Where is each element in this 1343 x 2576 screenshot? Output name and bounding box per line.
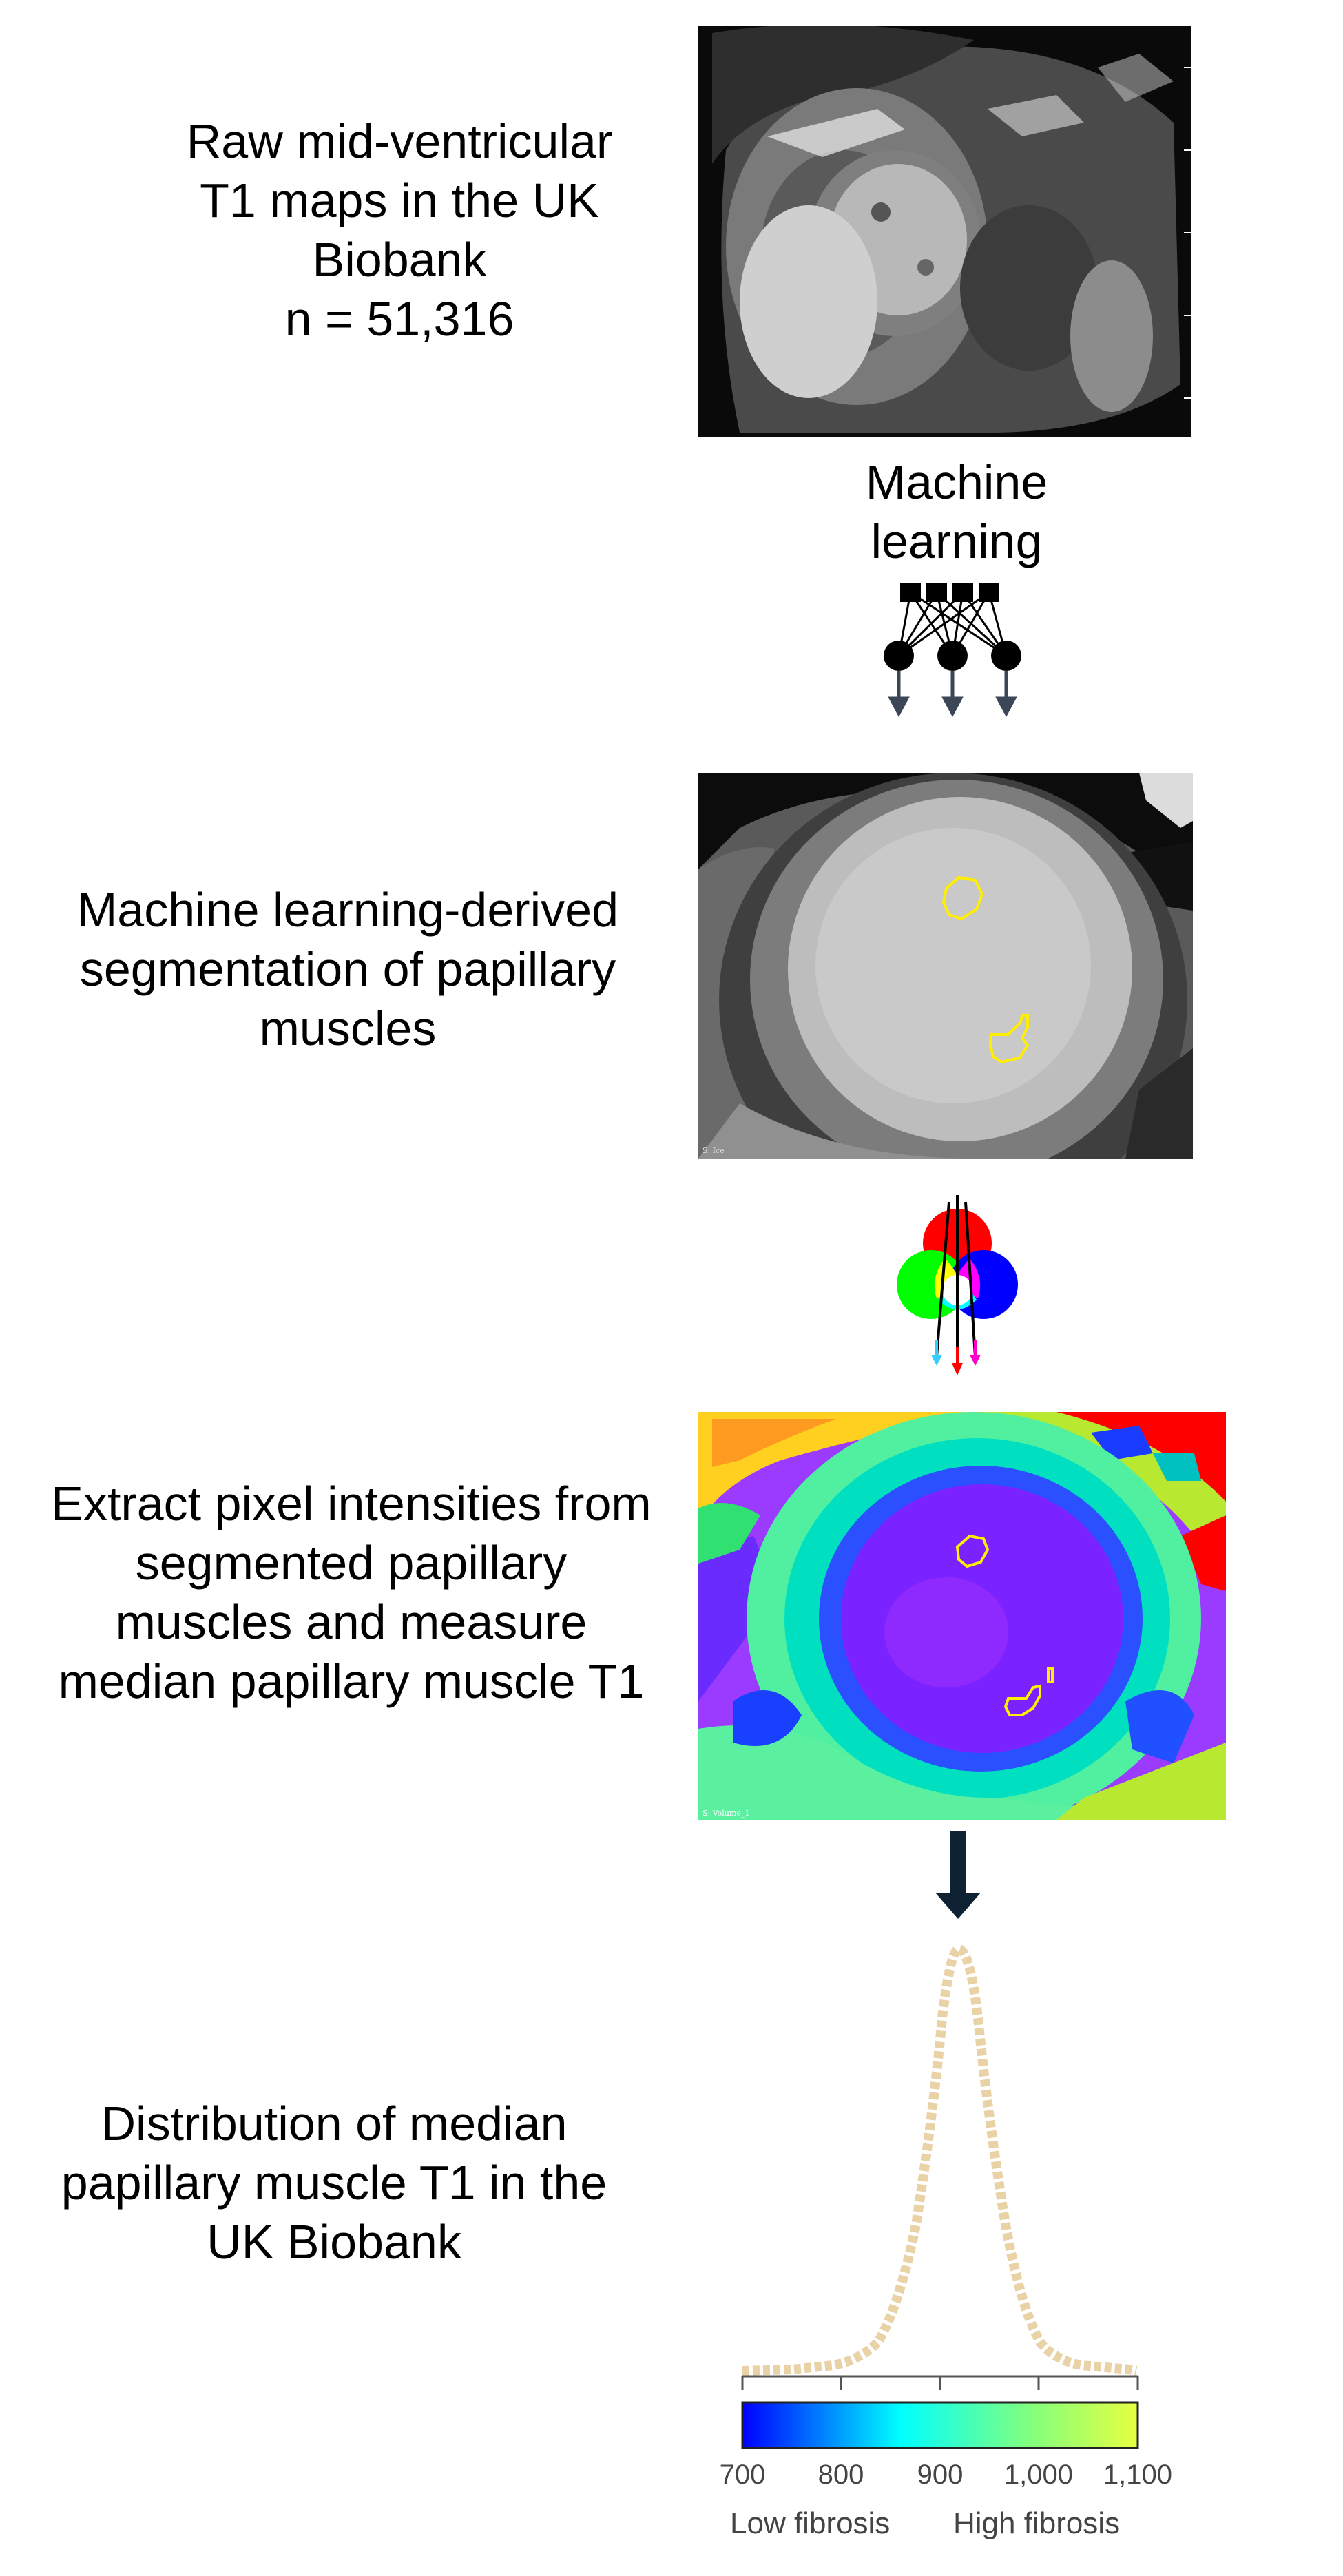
dist-label-line-2: papillary muscle T1 in the (61, 2156, 607, 2210)
extract-label-line-1: Extract pixel intensities from (51, 1477, 652, 1530)
raw-label-line-2: T1 maps in the UK (200, 174, 599, 227)
t1-map-watermark: S: Volume_1 (702, 1809, 749, 1818)
seg-label-line-3: muscles (259, 1001, 437, 1055)
tick-700: 700 (720, 2460, 766, 2490)
distribution-plot: 700 800 900 1,000 1,100 Low fibrosis Hig… (709, 1935, 1205, 2555)
extract-label: Extract pixel intensities from segmented… (28, 1474, 675, 1711)
ml-label-line-2: learning (871, 515, 1043, 568)
low-fibrosis-label: Low fibrosis (730, 2506, 890, 2540)
raw-label-line-4: n = 51,316 (284, 292, 514, 346)
segmentation-watermark: S: Ice (702, 1146, 725, 1155)
t1-color-map-image: S: Volume_1 (698, 1412, 1226, 1820)
distribution-curve (742, 1944, 1138, 2376)
ml-label-line-1: Machine (865, 455, 1048, 509)
seg-label-line-1: Machine learning-derived (77, 883, 618, 937)
raw-t1-map-image (698, 26, 1191, 437)
neural-network-icon (875, 579, 1033, 723)
dist-label-line-1: Distribution of median (101, 2097, 568, 2150)
tick-900: 900 (917, 2460, 964, 2490)
extract-label-line-3: muscles and measure (115, 1595, 587, 1649)
rgb-circles-icon (888, 1195, 1026, 1381)
down-arrow-icon (934, 1831, 982, 1920)
distribution-axis (741, 2375, 1139, 2390)
tick-1000: 1,000 (1004, 2460, 1073, 2490)
raw-label-line-3: Biobank (312, 233, 487, 287)
raw-t1-maps-label: Raw mid-ventricular T1 maps in the UK Bi… (124, 112, 675, 349)
seg-label-line-2: segmentation of papillary (79, 942, 616, 996)
tick-1100: 1,100 (1103, 2460, 1172, 2490)
colorbar (741, 2401, 1139, 2449)
high-fibrosis-label: High fibrosis (953, 2506, 1120, 2540)
tick-800: 800 (818, 2460, 864, 2490)
segmentation-label: Machine learning-derived segmentation of… (41, 880, 654, 1058)
distribution-label: Distribution of median papillary muscle … (28, 2094, 641, 2272)
machine-learning-label: Machine learning (819, 453, 1094, 571)
dist-label-line-3: UK Biobank (207, 2215, 461, 2269)
raw-label-line-1: Raw mid-ventricular (186, 114, 613, 168)
extract-label-line-2: segmented papillary (135, 1536, 568, 1590)
segmentation-image: S: Ice (698, 773, 1193, 1159)
extract-label-line-4: median papillary muscle T1 (58, 1654, 645, 1708)
